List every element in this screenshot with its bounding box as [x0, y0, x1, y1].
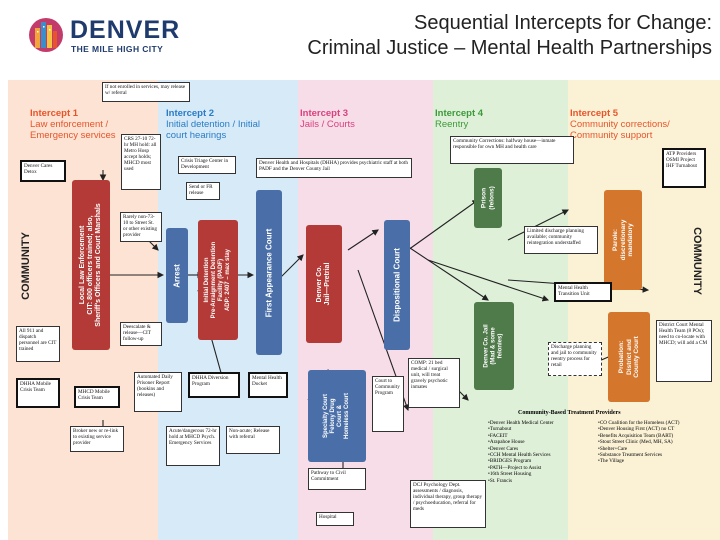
intercept-4-subtitle: Reentry: [435, 119, 469, 130]
header-banner: DENVER THE MILE HIGH CITY Sequential Int…: [0, 0, 720, 70]
city-skyline-icon: [29, 18, 63, 52]
provider-item: The Village: [598, 458, 706, 464]
intercept-4-title: Intercept 4: [435, 108, 484, 119]
box-crisis-triage: Crisis Triage Center in Development: [178, 156, 236, 174]
intercept-5-title: Intercept 5: [570, 108, 619, 119]
intercept-3-subtitle: Jails / Courts: [300, 119, 355, 130]
box-comp: COMP: 21 bed medical / surgical unit, wi…: [408, 358, 460, 408]
box-district-court-mh: District Court Mental Health Team (8 POs…: [656, 320, 712, 382]
box-community-corrections: Community Corrections: halfway house—inm…: [450, 136, 574, 164]
provider-item: Benefits Acquisition Team (BART): [598, 433, 706, 439]
intercept-3-header: Intercept 3 Jails / Courts: [300, 108, 425, 130]
provider-item: Stout Street Clinic (Med, MH, SA): [598, 439, 706, 445]
provider-item: Denver Cares: [488, 446, 596, 452]
box-pathway: Pathway to Civil Commitment: [308, 468, 366, 490]
provider-item: 16th Street Housing: [488, 471, 596, 477]
intercept-1-subtitle: Law enforcement / Emergency services: [30, 119, 116, 141]
provider-item: Shelter+Care: [598, 446, 706, 452]
box-not-enrolled: If not enrolled in services, may release…: [102, 82, 190, 102]
provider-item: St. Francis: [488, 478, 596, 484]
intercept-5-header: Intercept 5 Community corrections/ Commu…: [570, 108, 675, 141]
community-label-right: COMMUNITY: [690, 227, 703, 295]
bar-probation: Probation: District and County Court: [608, 312, 650, 402]
sequential-intercept-diagram: Intercept 1 Law enforcement / Emergency …: [8, 80, 720, 540]
box-mhcd-mobile: MHCD Mobile Crisis Team: [74, 386, 120, 408]
bar-arrest: Arrest: [166, 228, 188, 323]
box-non-acute: Non-acute; Release with referral: [226, 426, 280, 454]
intercept-2-title: Intercept 2: [166, 108, 215, 119]
providers-list-right: CO Coalition for the Homeless (ACT)Denve…: [598, 420, 706, 465]
provider-item: PATH—Project to Assist: [488, 465, 596, 471]
intercept-4-header: Intercept 4 Reentry: [435, 108, 560, 130]
box-all-911: All 911 and dispatch personnel are CIT t…: [16, 326, 60, 362]
provider-item: CO Coalition for the Homeless (ACT): [598, 420, 706, 426]
box-mh-transition: Mental Health Transition Unit: [554, 282, 612, 302]
box-acute: Acute/dangerous 72-hr hold at MHCD Psych…: [166, 426, 220, 466]
box-dhha-mobile: DHHA Mobile Crisis Team: [16, 378, 60, 408]
bar-first-appearance-court: First Appearance Court: [256, 190, 282, 355]
logo-word: DENVER: [70, 16, 181, 44]
bar-parole: Parole: discretionary mandatory: [604, 190, 642, 290]
bar-jail-mixed: Denver Co. Jail (Mad & some felonies): [474, 302, 514, 390]
logo-tagline: THE MILE HIGH CITY: [71, 44, 164, 54]
provider-item: Turnabout: [488, 426, 596, 432]
provider-item: Denver Housing First (ACT) no CT: [598, 426, 706, 432]
intercept-5-subtitle: Community corrections/ Community support: [570, 119, 670, 141]
bar-dispositional-court: Dispositional Court: [384, 220, 410, 350]
box-deescalate: Deescalate & release—CIT follow-up: [120, 322, 162, 346]
box-discharge-planning: Discharge planning and jail to community…: [548, 342, 602, 376]
box-limited-discharge: Limited discharge planning available; co…: [524, 226, 598, 254]
box-mh-docket: Mental Health Docket: [248, 372, 288, 398]
box-send-fr: Send or FR release: [186, 182, 220, 200]
box-dhha-jail: Denver Health and Hospitals (DHHA) provi…: [256, 158, 412, 178]
box-broker: Broker new or re-link to existing servic…: [70, 426, 124, 452]
box-denver-cares: Denver Cares Detox: [20, 160, 66, 182]
box-rarely-none: Rarely non-73-10 to Street St. or other …: [120, 212, 162, 242]
box-hospital: Hospital: [316, 512, 354, 526]
bar-local-law-enforcement: Local Law Enforcement CIT: 800 officers …: [72, 180, 110, 350]
providers-title: Community-Based Treatment Providers: [518, 410, 621, 416]
bar-specialty-court: Specialty Court Felony Drug Court & Home…: [308, 370, 366, 462]
denver-logo: DENVER THE MILE HIGH CITY: [28, 14, 188, 58]
page-title-line-1: Sequential Intercepts for Change:: [414, 12, 712, 34]
provider-item: Substance Treatment Services: [598, 452, 706, 458]
intercept-1-header: Intercept 1 Law enforcement / Emergency …: [30, 108, 155, 141]
box-dhha-diversion: DHHA Diversion Program: [188, 372, 240, 398]
box-automated: Automated Daily Prisoner Report (bookins…: [134, 372, 182, 412]
providers-list-left: Denver Health Medical CenterTurnaboutFAC…: [488, 420, 596, 484]
provider-item: FACEIT: [488, 433, 596, 439]
box-dcj: DCJ Psychology Dept. assessments / diagn…: [410, 480, 486, 528]
page-title-line-2: Criminal Justice – Mental Health Partner…: [307, 37, 712, 59]
bar-jail-pretrial: Denver Co. Jail—Pretrial: [306, 225, 342, 343]
box-court-community: Court to Community Program: [372, 376, 404, 432]
provider-item: BRIDGES Program: [488, 458, 596, 464]
intercept-2-header: Intercept 2 Initial detention / Initial …: [166, 108, 276, 141]
providers-panel: Community-Based Treatment Providers Denv…: [488, 410, 706, 532]
community-label-left: COMMUNITY: [19, 232, 32, 300]
box-atp: ATP Providers OSMI Project IHF Turnabout: [662, 148, 706, 188]
provider-item: Arapahoe House: [488, 439, 596, 445]
box-crs: CRS 27-10 72-hr MH hold: all Metro Hosp …: [121, 134, 161, 190]
intercept-1-title: Intercept 1: [30, 108, 79, 119]
intercept-3-title: Intercept 3: [300, 108, 349, 119]
provider-item: Denver Health Medical Center: [488, 420, 596, 426]
bar-prison: Prison (felons): [474, 168, 502, 228]
intercept-2-subtitle: Initial detention / Initial court hearin…: [166, 119, 261, 141]
provider-item: CCH Mental Health Services: [488, 452, 596, 458]
bar-initial-detention: Initial Detention Pre-Arraignment Detent…: [198, 220, 238, 340]
